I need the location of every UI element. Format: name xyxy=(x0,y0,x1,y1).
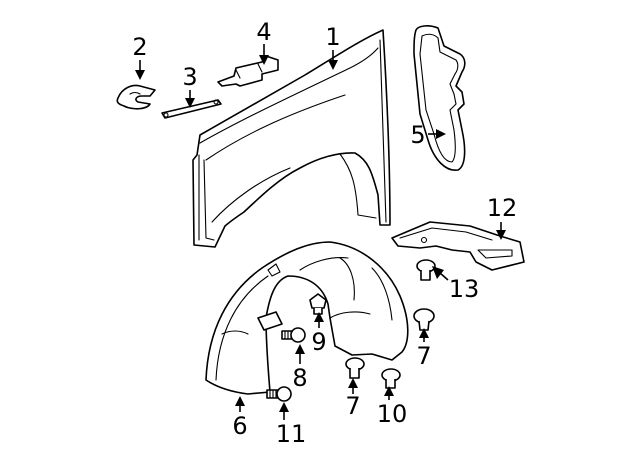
part-bolt-8 xyxy=(281,327,306,343)
part-strap xyxy=(161,99,222,119)
part-fender xyxy=(192,29,391,248)
part-push-pin-7-lower xyxy=(345,357,365,379)
part-liner xyxy=(205,241,409,395)
callout-10: 10 xyxy=(377,400,408,428)
part-push-pin-10 xyxy=(381,368,401,389)
callout-3: 3 xyxy=(182,63,197,91)
callout-4: 4 xyxy=(256,18,271,46)
part-seal xyxy=(413,25,466,171)
part-push-pin-7-right xyxy=(413,308,435,331)
callout-7-right: 7 xyxy=(416,342,431,370)
part-bracket xyxy=(217,55,279,87)
callout-5: 5 xyxy=(410,121,425,149)
part-push-pin-13 xyxy=(416,259,436,281)
callout-11: 11 xyxy=(276,420,307,448)
callout-13: 13 xyxy=(449,275,480,303)
part-clip-fastener-9 xyxy=(309,293,327,315)
callout-9: 9 xyxy=(311,328,326,356)
part-splash-shield xyxy=(391,221,525,271)
leader-lines xyxy=(135,44,506,420)
callout-2: 2 xyxy=(132,33,147,61)
callout-12: 12 xyxy=(487,194,518,222)
callout-labels: 1 2 3 4 5 6 7 7 8 9 10 11 12 13 xyxy=(132,18,517,448)
callout-8: 8 xyxy=(292,364,307,392)
callout-7-lower: 7 xyxy=(345,392,360,420)
part-clip xyxy=(116,84,156,110)
part-bolt-11 xyxy=(266,386,292,402)
callout-1: 1 xyxy=(325,23,340,51)
callout-6: 6 xyxy=(232,412,247,440)
